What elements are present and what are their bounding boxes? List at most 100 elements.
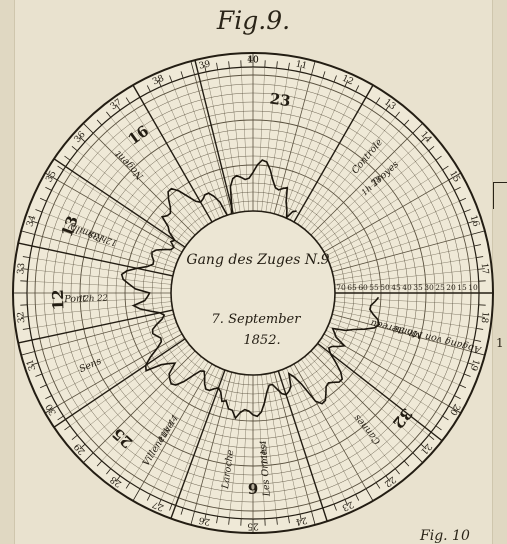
time-spoke [301, 110, 386, 227]
time-spoke [323, 179, 449, 253]
rim-tick [31, 362, 39, 366]
speed-scale-label: 65 [347, 283, 357, 292]
time-spoke [278, 78, 324, 216]
station-divider [53, 338, 186, 428]
rim-tick [471, 230, 485, 235]
rim-tick [428, 434, 435, 440]
speed-scale-label: 45 [391, 283, 401, 292]
time-spoke [304, 356, 396, 469]
rim-tick [216, 516, 219, 524]
time-spoke [57, 333, 183, 407]
rim-tick [132, 488, 141, 502]
rim-tick [22, 327, 30, 330]
time-spoke [150, 91, 216, 221]
rim-tick [333, 75, 337, 83]
station-dividers [18, 59, 493, 522]
time-spoke [307, 353, 405, 462]
rim-tick [394, 468, 400, 475]
rim-tick [106, 468, 112, 475]
section-number: 12 [49, 289, 68, 310]
station-divider [53, 158, 186, 248]
rim-tick [180, 71, 184, 79]
time-spoke [240, 67, 249, 212]
rim-tick [44, 405, 58, 414]
station-divider [293, 84, 374, 223]
rim-tick [83, 452, 94, 463]
time-spoke [319, 160, 436, 245]
rim-tick [385, 475, 391, 482]
outer-tick-label: 19 [468, 358, 481, 372]
time-spoke [290, 365, 356, 495]
rim-tick [344, 499, 349, 507]
time-spoke [261, 374, 277, 518]
rim-tick [22, 256, 30, 259]
time-spoke [307, 124, 405, 233]
time-spoke [51, 190, 181, 256]
time-spoke [77, 150, 190, 242]
rim-tick [57, 415, 64, 421]
rim-tick [403, 119, 410, 126]
time-spoke [319, 341, 436, 426]
next-figure-caption: Fig. 10 [420, 528, 470, 544]
outer-tick-label: 38 [151, 74, 166, 88]
rim-tick [448, 405, 462, 414]
rim-tick [420, 443, 427, 450]
rim-tick [471, 351, 485, 356]
time-spoke [92, 350, 196, 454]
time-spoke [28, 301, 172, 317]
rim-tick [477, 316, 485, 318]
rim-tick [204, 65, 207, 73]
time-spoke [327, 200, 460, 260]
time-spoke [282, 81, 335, 217]
time-spoke [63, 169, 185, 249]
rim-tick [64, 155, 71, 161]
outer-tick-label: 39 [198, 59, 212, 71]
time-spoke [334, 301, 478, 317]
speed-scale-label: 15 [457, 283, 467, 292]
time-spoke [41, 211, 177, 264]
time-spoke [240, 374, 249, 519]
center-year: 1852. [243, 333, 280, 348]
rim-tick [459, 197, 467, 202]
time-spoke [273, 372, 312, 512]
rim-tick [96, 119, 103, 126]
rim-tick [299, 513, 302, 521]
time-spoke [265, 69, 289, 213]
time-spoke [269, 373, 301, 515]
rim-tick [355, 85, 360, 92]
time-spoke [301, 359, 386, 476]
time-spoke [63, 337, 185, 417]
speed-scale-label: 20 [446, 283, 456, 292]
time-spoke [28, 269, 172, 285]
time-spoke [261, 68, 277, 212]
rim-tick [477, 268, 485, 270]
outer-tick-label: 34 [25, 214, 38, 228]
speed-scale-label: 70 [336, 283, 346, 292]
time-spoke [330, 222, 468, 268]
rim-tick [442, 415, 449, 421]
rim-tick [115, 104, 121, 111]
time-spoke [313, 347, 422, 445]
rim-tick [442, 165, 449, 171]
time-spoke [282, 369, 335, 505]
time-spoke [333, 305, 477, 329]
time-spoke [290, 91, 356, 221]
adjacent-figure-fragment [493, 182, 507, 209]
rim-tick [106, 111, 112, 118]
time-spoke [334, 297, 479, 306]
rim-tick [125, 97, 131, 104]
rim-tick [169, 75, 173, 83]
time-spoke [330, 318, 468, 364]
rim-tick [190, 511, 195, 525]
time-spoke [325, 330, 455, 396]
rim-tick [287, 516, 290, 524]
time-spoke [77, 344, 190, 436]
rim-tick [79, 136, 86, 143]
rim-tick [311, 511, 316, 525]
outer-tick-label: 25 [247, 521, 259, 531]
rim-tick [64, 425, 71, 431]
time-spoke [38, 318, 176, 364]
rim-tick [169, 503, 173, 511]
rim-tick [355, 494, 360, 501]
